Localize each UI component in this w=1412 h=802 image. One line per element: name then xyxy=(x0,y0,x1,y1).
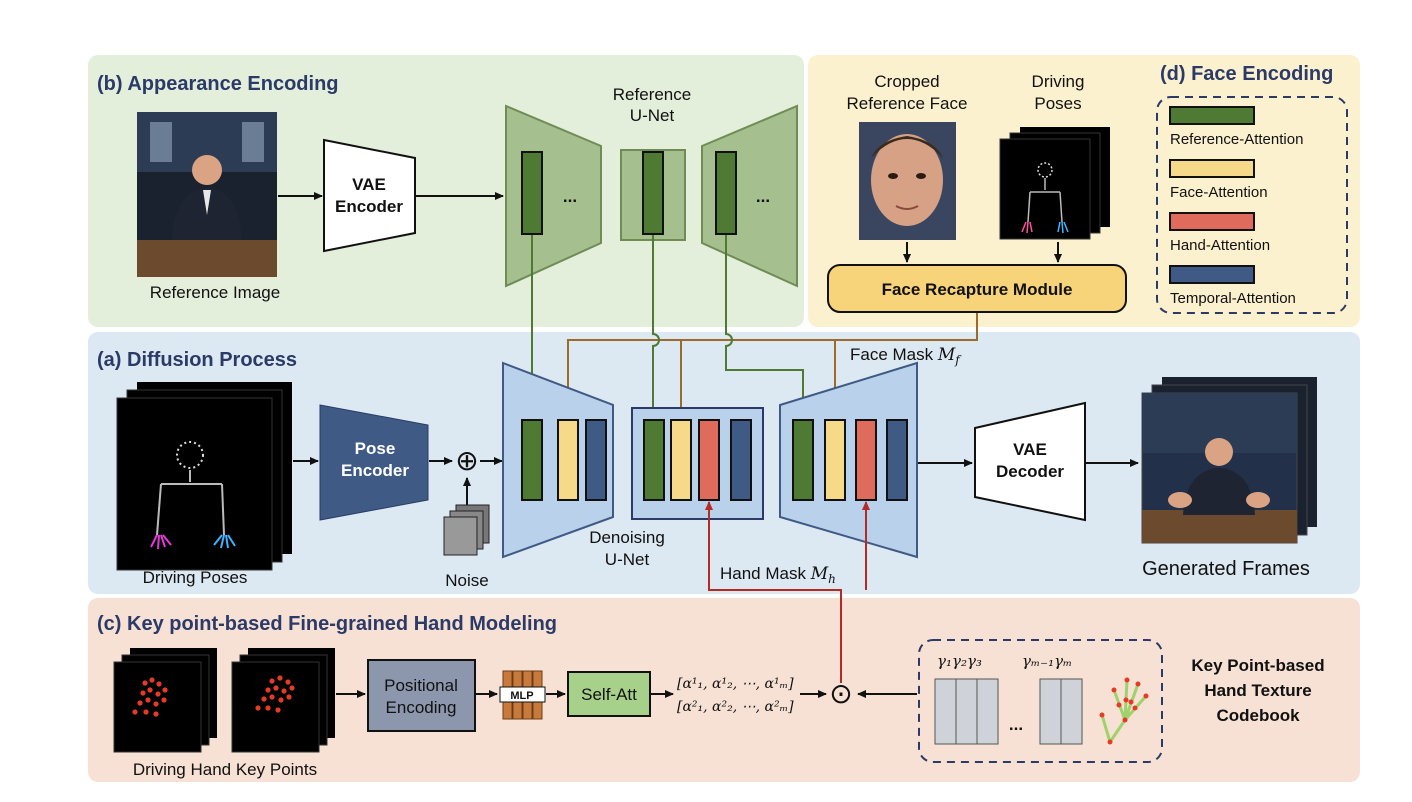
codebook-entry-3 xyxy=(976,678,999,745)
den-block-hand-2 xyxy=(698,419,720,501)
driving-hand-keypoints-1 xyxy=(113,648,217,753)
den-block-ref-3 xyxy=(792,419,814,501)
den-block-temporal-1 xyxy=(585,419,607,501)
codebook-box xyxy=(918,639,1163,763)
noise-label: Noise xyxy=(445,571,488,590)
add-operator: ⊕ xyxy=(455,445,478,476)
cropped-face-label-2: Reference Face xyxy=(847,94,968,113)
codebook-ellipsis: ... xyxy=(1009,715,1023,734)
alpha-row-2: [α²₁, α²₂, ⋯, α²ₘ] xyxy=(677,699,794,715)
driving-poses-label: Driving Poses xyxy=(143,568,248,587)
legend-label-4: Temporal-Attention xyxy=(1170,290,1296,307)
codebook-entry-1 xyxy=(934,678,957,745)
section-title-c: (c) Key point-based Fine-grained Hand Mo… xyxy=(97,613,557,635)
ellipsis-1: ... xyxy=(563,187,577,206)
hand-mask-label: Hand Mask Mh xyxy=(720,564,836,586)
codebook-entry-m1 xyxy=(1039,678,1062,745)
denoising-unet-label-2: U-Net xyxy=(605,550,650,569)
gamma-right: γₘ₋₁γₘ xyxy=(1022,652,1072,670)
section-title-b: (b) Appearance Encoding xyxy=(97,73,339,95)
positional-encoding-label-1: Positional xyxy=(384,676,458,695)
vae-encoder-label-1: VAE xyxy=(352,175,386,194)
hand-mask-arrows xyxy=(705,501,870,683)
den-block-ref-2 xyxy=(643,419,665,501)
self-att xyxy=(567,671,651,717)
den-block-temporal-3 xyxy=(886,419,908,501)
vae-encoder-label-2: Encoder xyxy=(335,197,403,216)
alpha-row-1: [α¹₁, α¹₂, ⋯, α¹ₘ] xyxy=(677,676,794,692)
legend-label-3: Hand-Attention xyxy=(1170,237,1270,254)
reference-unet-label-2: U-Net xyxy=(630,106,675,125)
driving-poses-stack xyxy=(116,382,292,571)
hand-skeleton-icon xyxy=(1099,677,1149,745)
legend-label-1: Reference-Attention xyxy=(1170,131,1303,148)
cropped-reference-face xyxy=(859,122,956,240)
vae-encoder xyxy=(323,138,416,253)
driving-poses-d-label-2: Poses xyxy=(1034,94,1081,113)
positional-encoding-label-2: Encoding xyxy=(386,698,457,717)
reference-unet-label-1: Reference xyxy=(613,85,691,104)
legend-swatch-4 xyxy=(1169,265,1255,284)
codebook-label-2: Hand Texture xyxy=(1204,681,1311,700)
face-recapture-module xyxy=(827,264,1127,313)
codebook-label-3: Codebook xyxy=(1216,706,1300,725)
ellipsis-2: ... xyxy=(756,187,770,206)
pose-encoder xyxy=(319,404,429,521)
codebook-entry-2 xyxy=(955,678,978,745)
codebook-entry-m xyxy=(1060,678,1083,745)
legend-swatch-3 xyxy=(1169,212,1255,231)
legend: Reference-AttentionFace-AttentionHand-At… xyxy=(1169,106,1303,307)
legend-label-2: Face-Attention xyxy=(1170,184,1268,201)
driving-hand-keypoints-2 xyxy=(231,648,335,753)
reference-image xyxy=(137,112,277,277)
mlp-block: MLP xyxy=(499,670,546,720)
pose-encoder-label-1: Pose xyxy=(355,439,396,458)
reference-unet-block-2 xyxy=(642,151,664,235)
legend-swatch-2 xyxy=(1169,159,1255,178)
codebook-label-1: Key Point-based xyxy=(1191,656,1324,675)
driving-hand-keypoints-label: Driving Hand Key Points xyxy=(133,760,317,779)
hadamard-operator: ⊙ xyxy=(829,678,852,709)
den-block-face-1 xyxy=(557,419,579,501)
den-block-ref-1 xyxy=(521,419,543,501)
den-block-face-3 xyxy=(824,419,846,501)
driving-poses-stack-small xyxy=(999,127,1110,240)
den-block-face-2 xyxy=(670,419,692,501)
gamma-left: γ₁γ₂γ₃ xyxy=(937,652,982,670)
noise-stack xyxy=(443,504,490,556)
face-mask-label: Face Mask Mf xyxy=(850,345,962,367)
section-title-d: (d) Face Encoding xyxy=(1160,63,1333,85)
section-title-a: (a) Diffusion Process xyxy=(97,349,297,371)
denoising-unet-decoder xyxy=(779,361,918,559)
pose-encoder-label-2: Encoder xyxy=(341,461,409,480)
reference-image-label: Reference Image xyxy=(150,283,280,302)
face-recapture-label: Face Recapture Module xyxy=(882,280,1073,299)
vae-decoder-label-2: Decoder xyxy=(996,462,1064,481)
self-att-label: Self-Att xyxy=(581,685,637,704)
denoising-unet-label-1: Denoising xyxy=(589,528,665,547)
cropped-face-label-1: Cropped xyxy=(874,72,939,91)
vae-decoder-label-1: VAE xyxy=(1013,440,1047,459)
generated-frames-label: Generated Frames xyxy=(1142,558,1310,580)
den-block-temporal-2 xyxy=(730,419,752,501)
vae-decoder xyxy=(974,401,1086,522)
reference-unet-block-1 xyxy=(521,151,543,235)
den-block-hand-3 xyxy=(855,419,877,501)
driving-poses-d-label-1: Driving xyxy=(1032,72,1085,91)
positional-encoding xyxy=(367,659,476,732)
mlp-label: MLP xyxy=(510,690,533,702)
reference-unet-block-3 xyxy=(715,151,737,235)
generated-frames xyxy=(1141,377,1317,544)
legend-swatch-1 xyxy=(1169,106,1255,125)
